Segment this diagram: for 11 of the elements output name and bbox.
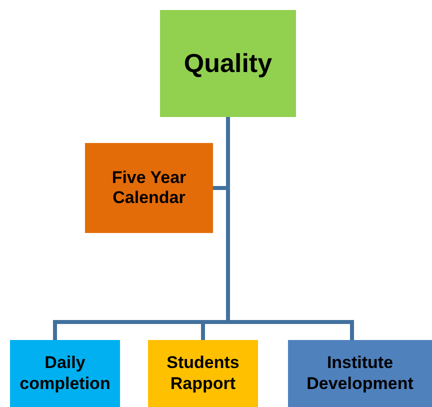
- box-label: Five Year Calendar: [110, 168, 188, 208]
- process-box: [85, 143, 213, 233]
- box-label: Institute Development: [306, 353, 414, 394]
- box-label: Quality: [184, 48, 272, 80]
- box-label: Students Rapport: [166, 353, 240, 394]
- process-box: [10, 340, 120, 407]
- process-box: [288, 340, 432, 407]
- box-label: Daily completion: [18, 353, 112, 394]
- connector-line: [226, 117, 354, 340]
- process-box: [160, 10, 296, 117]
- process-box: [148, 340, 258, 407]
